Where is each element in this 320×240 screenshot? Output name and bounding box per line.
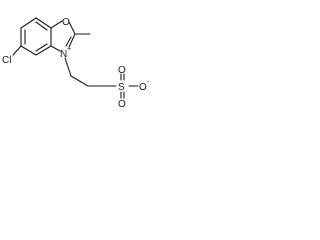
double-bond [65, 36, 72, 47]
chloro-bond [12, 45, 22, 56]
bond [50, 20, 63, 29]
atom-sulfur: S [118, 82, 125, 93]
sulfonate-bonds [120, 73, 139, 99]
bond [35, 17, 52, 29]
oxazole-ring [50, 20, 76, 52]
benzene-ring [20, 17, 52, 56]
atom-oxygen-sulfonyl-top: O [118, 65, 126, 76]
double-bond [35, 43, 48, 52]
bond [35, 45, 52, 56]
atom-nitrogen: N [60, 49, 67, 60]
atom-oxygen-ring: O [62, 17, 70, 28]
chemical-structure: O N + Cl S O O O - [2, 17, 150, 110]
bond [68, 21, 76, 35]
nitrogen-charge: + [67, 46, 71, 53]
bond [64, 57, 72, 77]
bond [20, 17, 37, 29]
atom-chlorine: Cl [2, 55, 11, 66]
bond [50, 45, 61, 52]
atom-oxygen-anion: O [139, 82, 147, 93]
bond [70, 75, 89, 87]
oxygen-charge: - [147, 79, 150, 86]
double-bond [35, 21, 48, 31]
bond [20, 45, 37, 56]
atom-oxygen-sulfonyl-bottom: O [118, 99, 126, 110]
propyl-chain [64, 57, 117, 87]
double-bond [68, 33, 76, 48]
